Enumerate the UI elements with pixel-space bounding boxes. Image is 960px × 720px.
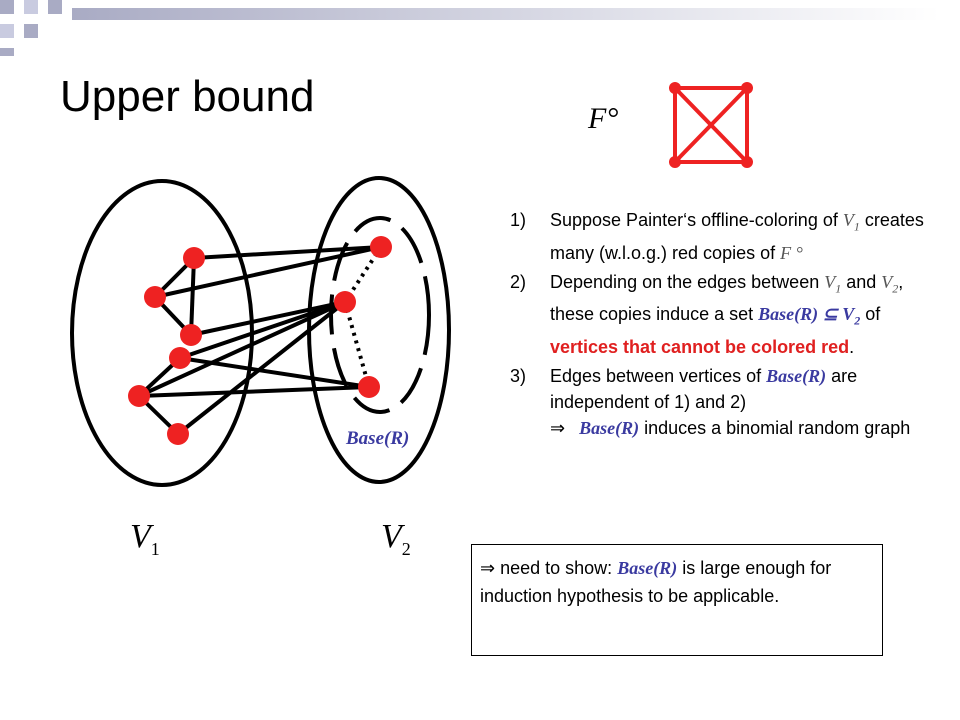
slide-title: Upper bound: [60, 72, 315, 121]
implies-icon: ⇒: [480, 558, 496, 578]
list-item: 1) Suppose Painter‘s offline-coloring of…: [510, 207, 930, 266]
k4-graph-icon: [669, 82, 753, 168]
corner-decoration: [0, 0, 940, 56]
graph-vertex: [167, 423, 189, 445]
graph-vertex: [128, 385, 150, 407]
graph-vertex: [183, 247, 205, 269]
graph-vertex: [144, 286, 166, 308]
item-text: Suppose Painter‘s offline-coloring of V1…: [550, 210, 924, 263]
item-text: Edges between vertices of Base(R) are in…: [550, 365, 911, 438]
graph-vertex: [180, 324, 202, 346]
numbered-list: 1) Suppose Painter‘s offline-coloring of…: [510, 207, 930, 444]
graph-vertex: [358, 376, 380, 398]
list-item: 2) Depending on the edges between V1 and…: [510, 269, 930, 360]
item-number: 2): [510, 271, 527, 292]
item-number: 1): [510, 210, 527, 230]
f-circle-label: F°: [588, 102, 619, 135]
v1-ellipse: [70, 179, 254, 487]
conclusion-box: ⇒ need to show: Base(R) is large enough …: [471, 544, 883, 656]
base-r-label: Base(R): [346, 428, 410, 449]
v2-label: V2: [381, 518, 411, 559]
implies-icon: ⇒: [550, 417, 566, 438]
item-text: Depending on the edges between V1 and V2…: [550, 271, 904, 357]
bipartite-diagram: [70, 176, 451, 487]
v1-label: V1: [130, 518, 160, 559]
graph-vertex: [370, 236, 392, 258]
list-item: 3) Edges between vertices of Base(R) are…: [510, 363, 930, 441]
graph-vertex: [169, 347, 191, 369]
highlight-text: vertices that cannot be colored red: [550, 336, 850, 357]
graph-vertex: [334, 291, 356, 313]
item-number: 3): [510, 365, 527, 386]
